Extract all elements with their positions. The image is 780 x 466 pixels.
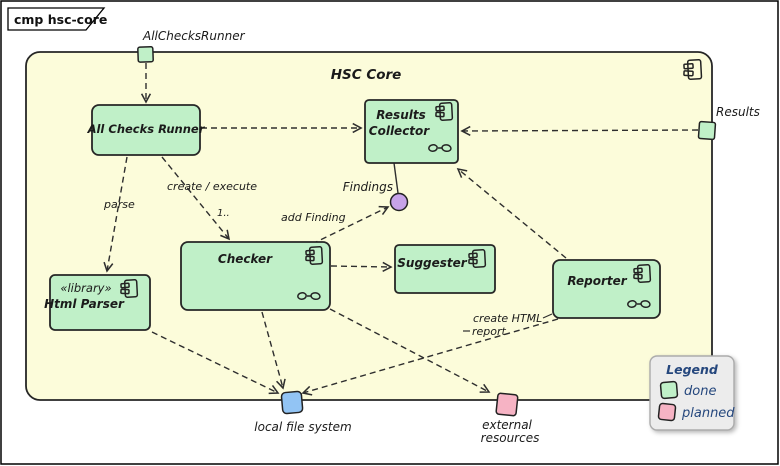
edge-create-execute: [161, 156, 231, 241]
edge-label-create-html-line1: create HTML: [473, 312, 542, 325]
external-resources-label-line1: external: [482, 418, 532, 432]
edge-checker-to-local-file-system: [261, 311, 286, 390]
frame-tab-label: cmp hsc-core: [14, 12, 107, 27]
edge-html-parser-to-local-file-system: [151, 331, 280, 395]
edge-add-finding: [311, 205, 390, 245]
port-external-resources: [495, 392, 519, 417]
results-collector-label-line2: Collector: [369, 124, 431, 138]
results-collector-label-line1: Results: [376, 108, 425, 122]
edge-label-create-execute: create / execute: [167, 180, 257, 193]
edge-label-add-finding: add Finding: [281, 211, 346, 224]
edge-create-html-report: [301, 318, 559, 396]
reporter-label: Reporter: [567, 274, 627, 288]
edge-label-multiplicity: 1..: [217, 208, 230, 219]
component-reporter: [552, 259, 661, 319]
html-parser-label: Html Parser: [44, 297, 125, 311]
legend: Legend done planned: [649, 355, 735, 431]
edge-reporter-to-results-collector: [456, 167, 567, 259]
port-all-checks-runner: [137, 46, 154, 63]
frame-tab: [7, 7, 106, 31]
hsc-core-title: HSC Core: [331, 67, 402, 83]
legend-label-planned: planned: [681, 406, 735, 421]
edge-label-create-html-line2: report: [472, 325, 507, 338]
findings-lollipop-stem: [393, 162, 399, 194]
legend-swatch-planned: [657, 402, 677, 422]
edge-checker-to-suggester: [330, 261, 393, 272]
component-all-checks-runner: [91, 104, 201, 156]
findings-interface: [389, 192, 409, 212]
checker-label: Checker: [218, 252, 273, 266]
suggester-label: Suggester: [397, 256, 468, 270]
legend-label-done: done: [684, 384, 716, 399]
component-results-collector: [364, 99, 459, 164]
label-leader-tick: [542, 313, 553, 319]
port-local-file-system: [280, 390, 304, 415]
edge-label-parse: parse: [103, 198, 135, 211]
legend-swatch-done: [659, 380, 679, 400]
port-all-checks-runner-label: AllChecksRunner: [142, 29, 246, 43]
port-results-label: Results: [716, 105, 760, 119]
component-checker: [180, 241, 331, 311]
port-results: [697, 120, 717, 141]
external-resources-label-line2: resources: [481, 431, 540, 445]
all-checks-runner-label: All Checks Runner: [87, 122, 206, 136]
legend-title: Legend: [666, 362, 719, 377]
local-file-system-label: local file system: [254, 420, 351, 434]
html-parser-stereotype: «library»: [60, 281, 111, 295]
findings-label: Findings: [343, 180, 393, 194]
